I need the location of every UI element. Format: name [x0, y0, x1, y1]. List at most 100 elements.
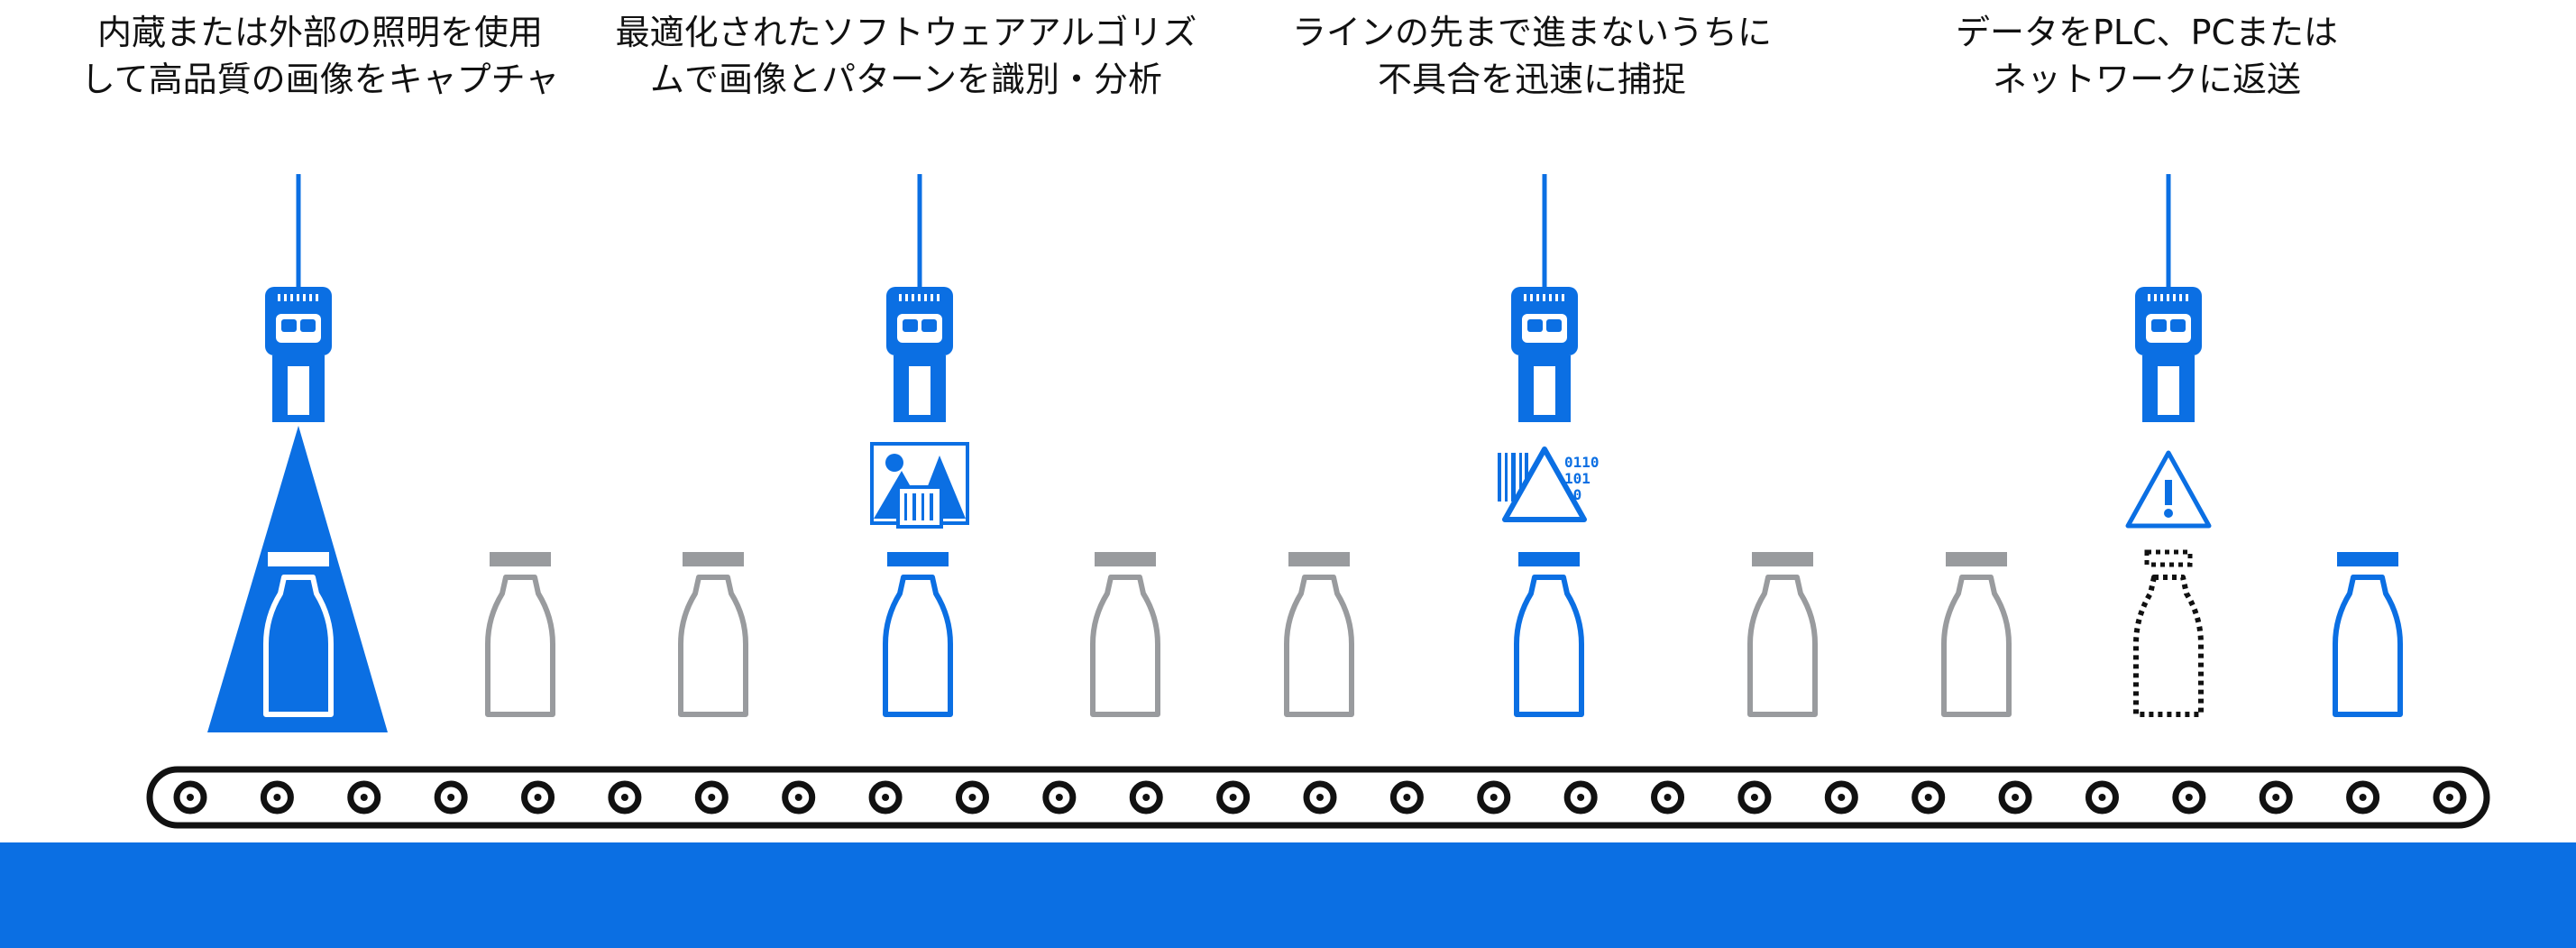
- conveyor-roller-hub: [2446, 794, 2453, 801]
- camera-vent: [297, 294, 299, 301]
- bottle-body: [1284, 575, 1354, 717]
- bottle-cap: [490, 552, 551, 566]
- step-1-caption: 内蔵または外部の照明を使用 して高品質の画像をキャプチャ: [5, 9, 636, 103]
- conveyor-roller-hub: [187, 794, 194, 801]
- camera-vent: [2179, 294, 2182, 301]
- bottle-body: [2133, 575, 2204, 717]
- bottle-inspected: [883, 552, 953, 717]
- camera-vent: [930, 294, 933, 301]
- floor-band: [0, 842, 2576, 948]
- bottle-cap: [887, 552, 949, 566]
- image-barcode-icon: [870, 442, 969, 529]
- camera-icon: [1511, 174, 1578, 422]
- bottle-cap: [2337, 552, 2398, 566]
- camera-vent: [2173, 294, 2176, 301]
- camera-lens: [281, 319, 297, 332]
- bottle-plain: [1747, 552, 1818, 717]
- camera-lens: [2170, 319, 2186, 332]
- caption-line: ムで画像とパターンを識別・分析: [649, 60, 1163, 99]
- conveyor: [146, 766, 2490, 829]
- bottle-cap: [2144, 549, 2193, 567]
- conveyor-roller-hub: [447, 794, 455, 801]
- camera-vent: [937, 294, 940, 301]
- bottle-plain: [485, 552, 555, 717]
- conveyor-roller-hub: [1924, 794, 1932, 801]
- conveyor-roller-hub: [1055, 794, 1063, 801]
- camera-lens: [1546, 319, 1562, 332]
- barcode-bar: [921, 493, 924, 520]
- bottle-cap: [1518, 552, 1580, 566]
- camera-label-plate: [1534, 366, 1555, 415]
- conveyor-roller-hub: [882, 794, 890, 801]
- bottle-inspected: [2333, 552, 2403, 717]
- camera-vent: [1549, 294, 1552, 301]
- bottle-cap: [1288, 552, 1350, 566]
- conveyor-roller-hub: [2012, 794, 2020, 801]
- conveyor-roller-hub: [620, 794, 628, 801]
- caption-line: して高品質の画像をキャプチャ: [80, 60, 560, 99]
- camera-vent: [1530, 294, 1533, 301]
- bottle-plain: [1090, 552, 1160, 717]
- barcode-binary-triangle-icon: 011010110: [1498, 446, 1600, 522]
- conveyor-roller-hub: [1838, 794, 1846, 801]
- bottle-body: [1941, 575, 2012, 717]
- camera-lens: [921, 319, 937, 332]
- camera-vent: [2154, 294, 2157, 301]
- conveyor-roller-hub: [2359, 794, 2367, 801]
- exclamation-dot: [2164, 509, 2173, 518]
- barcode-bar: [930, 493, 933, 520]
- camera-vent: [284, 294, 287, 301]
- bottle-rejected: [2133, 549, 2204, 717]
- bottle-inspected: [1514, 552, 1584, 717]
- conveyor-roller-hub: [360, 794, 368, 801]
- barcode-bar: [904, 493, 907, 520]
- camera-lens: [903, 319, 918, 332]
- binary-text-line: 101: [1564, 470, 1591, 487]
- triangle-outline: [1502, 446, 1587, 522]
- bottle-body: [678, 575, 748, 717]
- conveyor-roller-hub: [1316, 794, 1324, 801]
- bottle-layer: [263, 549, 2403, 717]
- camera-vent: [905, 294, 908, 301]
- camera-vent: [1562, 294, 1564, 301]
- bottle-body: [883, 575, 953, 717]
- conveyor-roller-hub: [1490, 794, 1498, 801]
- bottle-body: [485, 575, 555, 717]
- camera-icon: [2135, 174, 2202, 422]
- camera-icon: [886, 174, 953, 422]
- bottle-body: [1514, 575, 1584, 717]
- conveyor-roller-hub: [534, 794, 542, 801]
- conveyor-roller-hub: [2185, 794, 2193, 801]
- camera-vent: [2167, 294, 2169, 301]
- camera-vent: [924, 294, 927, 301]
- barcode-bar: [1519, 453, 1522, 502]
- bottle-cap: [1946, 552, 2007, 566]
- caption-line: データをPLC、PCまたは: [1955, 13, 2339, 52]
- conveyor-roller-hub: [2098, 794, 2106, 801]
- bottle-cap: [683, 552, 744, 566]
- conveyor-roller-hub: [794, 794, 802, 801]
- camera-vent: [309, 294, 312, 301]
- bottle-plain: [1941, 552, 2012, 717]
- camera-vent: [316, 294, 318, 301]
- camera-vent: [1555, 294, 1558, 301]
- camera-lens: [2151, 319, 2167, 332]
- barcode-bar: [940, 493, 941, 520]
- camera-label-plate: [2158, 366, 2179, 415]
- exclamation-bar: [2165, 480, 2172, 505]
- bottle-plain: [678, 552, 748, 717]
- camera-vent: [2160, 294, 2163, 301]
- camera-label-plate: [909, 366, 930, 415]
- bottle-body: [2333, 575, 2403, 717]
- conveyor-roller-hub: [968, 794, 976, 801]
- bottle-cap: [268, 552, 329, 566]
- bottle-plain: [1284, 552, 1354, 717]
- conveyor-roller-hub: [1403, 794, 1411, 801]
- camera-vent: [912, 294, 914, 301]
- camera-vent: [899, 294, 902, 301]
- conveyor-roller-hub: [1664, 794, 1672, 801]
- camera-lens: [300, 319, 316, 332]
- picture-sun: [885, 454, 903, 472]
- bottle-body: [263, 575, 334, 717]
